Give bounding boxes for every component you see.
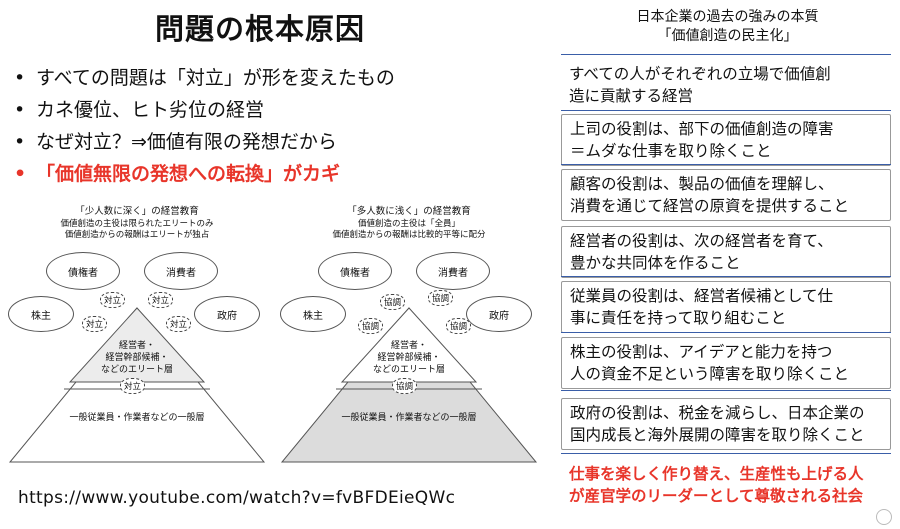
role-item: 政府の役割は、税金を減らし、日本企業の 国内成長と海外展開の障害を取り除くこと [561, 398, 891, 450]
role-line: 国内成長と海外展開の障害を取り除くこと [570, 426, 865, 444]
cooperation-cloud: 協調 [380, 294, 406, 310]
cooperation-cloud: 協調 [446, 318, 472, 334]
cooperation-cloud: 協調 [358, 318, 384, 334]
bullet-item: •なぜ対立？⇒価値有限の発想だから [14, 131, 337, 153]
role-item: 経営者の役割は、次の経営者を育て、 豊かな共同体を作ること [561, 226, 891, 278]
elite-education-diagram: 「少人数に深く」の経営教育 価値創造の主役は限られたエリートのみ 価値創造からの… [6, 200, 268, 468]
bullet-item-highlight: •「価値無限の発想への転換」がカギ [14, 163, 341, 185]
role-line: 事に責任を持って取り組むこと [570, 309, 787, 327]
role-item: すべての人がそれぞれの立場で価値創 造に貢献する経営 [561, 60, 891, 110]
separator-line [561, 164, 891, 165]
panel-title: 日本企業の過去の強みの本質 [636, 9, 819, 25]
elite-label-line: 経営者・ [390, 341, 427, 351]
role-item: 上司の役割は、部下の価値創造の障害 ＝ムダな仕事を取り除くこと [561, 114, 891, 166]
diagram-subtitle: 価値創造からの報酬はエリートが独占 [64, 230, 210, 240]
role-line: 人の資金不足という障害を取り除くこと [570, 365, 850, 383]
slide-title: 問題の根本原因 [154, 12, 365, 46]
conflict-cloud: 対立 [120, 378, 146, 394]
bullet-item: •カネ優位、ヒト劣位の経営 [14, 99, 265, 121]
role-line: 消費を通じて経営の原資を提供すること [570, 197, 850, 215]
government-bubble: 政府 [194, 296, 260, 332]
panel-subtitle: 「価値創造の民主化」 [657, 28, 798, 44]
shareholder-bubble: 株主 [8, 296, 74, 332]
bullet-text: 「価値無限の発想への転換」がカギ [36, 163, 341, 185]
role-line: 経営者の役割は、次の経営者を育て、 [570, 232, 833, 250]
diagram-subtitle: 価値創造の主役は「全員」 [357, 219, 460, 229]
diagram-title: 「多人数に浅く」の経営教育 [347, 206, 471, 217]
role-line: 従業員の役割は、経営者候補として仕 [570, 287, 834, 305]
general-layer-label: 一般従業員・作業者などの一般層 [341, 413, 477, 423]
creditor-bubble: 債権者 [46, 252, 120, 290]
separator-line [561, 390, 891, 391]
elite-layer-label: 経営者・ 経営幹部候補・ などのエリート層 [87, 340, 187, 376]
diagram-title: 「少人数に深く」の経営教育 [75, 206, 199, 217]
government-bubble: 政府 [466, 296, 532, 332]
role-item: 顧客の役割は、製品の価値を理解し、 消費を通じて経営の原資を提供すること [561, 169, 891, 221]
separator-line [561, 54, 891, 55]
role-item-highlight: 仕事を楽しく作り替え、生産性も上げる人 が産官学のリーダーとして尊敬される社会 [561, 460, 891, 510]
all-staff-education-diagram: 「多人数に浅く」の経営教育 価値創造の主役は「全員」 価値創造からの報酬は比較的… [278, 200, 540, 468]
role-line: 上司の役割は、部下の価値創造の障害 [570, 120, 834, 138]
bullet-item: •すべての問題は「対立」が形を変えたもの [14, 67, 395, 89]
separator-line [561, 276, 891, 277]
separator-line [561, 453, 891, 454]
role-line: 顧客の役割は、製品の価値を理解し、 [570, 175, 834, 193]
cooperation-cloud: 協調 [392, 378, 418, 394]
conflict-cloud: 対立 [148, 292, 174, 308]
bullet-text: すべての問題は「対立」が形を変えたもの [36, 67, 395, 89]
diagram-subtitle: 価値創造の主役は限られたエリートのみ [60, 219, 214, 229]
elite-label-line: 経営幹部候補・ [377, 353, 441, 363]
separator-line [561, 332, 891, 333]
bullet-text: カネ優位、ヒト劣位の経営 [36, 99, 265, 121]
role-line: 仕事を楽しく作り替え、生産性も上げる人 [569, 465, 864, 483]
role-line: 政府の役割は、税金を減らし、日本企業の [570, 404, 865, 422]
creditor-bubble: 債権者 [318, 252, 392, 290]
circle-icon [876, 509, 892, 525]
role-item: 株主の役割は、アイデアと能力を持つ 人の資金不足という障害を取り除くこと [561, 337, 891, 389]
role-line: が産官学のリーダーとして尊敬される社会 [569, 487, 864, 505]
conflict-cloud: 対立 [82, 316, 108, 332]
conflict-cloud: 対立 [100, 292, 126, 308]
source-url[interactable]: https://www.youtube.com/watch?v=fvBFDEie… [18, 488, 456, 508]
role-item: 従業員の役割は、経営者候補として仕 事に責任を持って取り組むこと [561, 281, 891, 333]
conflict-cloud: 対立 [166, 316, 192, 332]
bullet-text: なぜ対立？⇒価値有限の発想だから [36, 131, 337, 153]
cooperation-cloud: 協調 [428, 290, 454, 306]
role-line: 株主の役割は、アイデアと能力を持つ [570, 343, 833, 361]
role-line: ＝ムダな仕事を取り除くこと [570, 142, 772, 160]
role-line: すべての人がそれぞれの立場で価値創 [569, 65, 831, 83]
role-line: 豊かな共同体を作ること [570, 254, 741, 272]
elite-label-line: などのエリート層 [100, 365, 173, 375]
diagram-subtitle: 価値創造からの報酬は比較的平等に配分 [332, 230, 486, 240]
role-line: 造に貢献する経営 [569, 87, 694, 105]
separator-line [561, 110, 891, 111]
general-layer-label: 一般従業員・作業者などの一般層 [69, 413, 205, 423]
elite-label-line: 経営幹部候補・ [105, 353, 169, 363]
elite-label-line: 経営者・ [118, 341, 155, 351]
consumer-bubble: 消費者 [144, 252, 218, 290]
bullet-list: •すべての問題は「対立」が形を変えたもの •カネ優位、ヒト劣位の経営 •なぜ対立… [14, 62, 395, 190]
elite-label-line: などのエリート層 [372, 365, 445, 375]
elite-layer-label: 経営者・ 経営幹部候補・ などのエリート層 [359, 340, 459, 376]
consumer-bubble: 消費者 [416, 252, 490, 290]
shareholder-bubble: 株主 [280, 296, 346, 332]
